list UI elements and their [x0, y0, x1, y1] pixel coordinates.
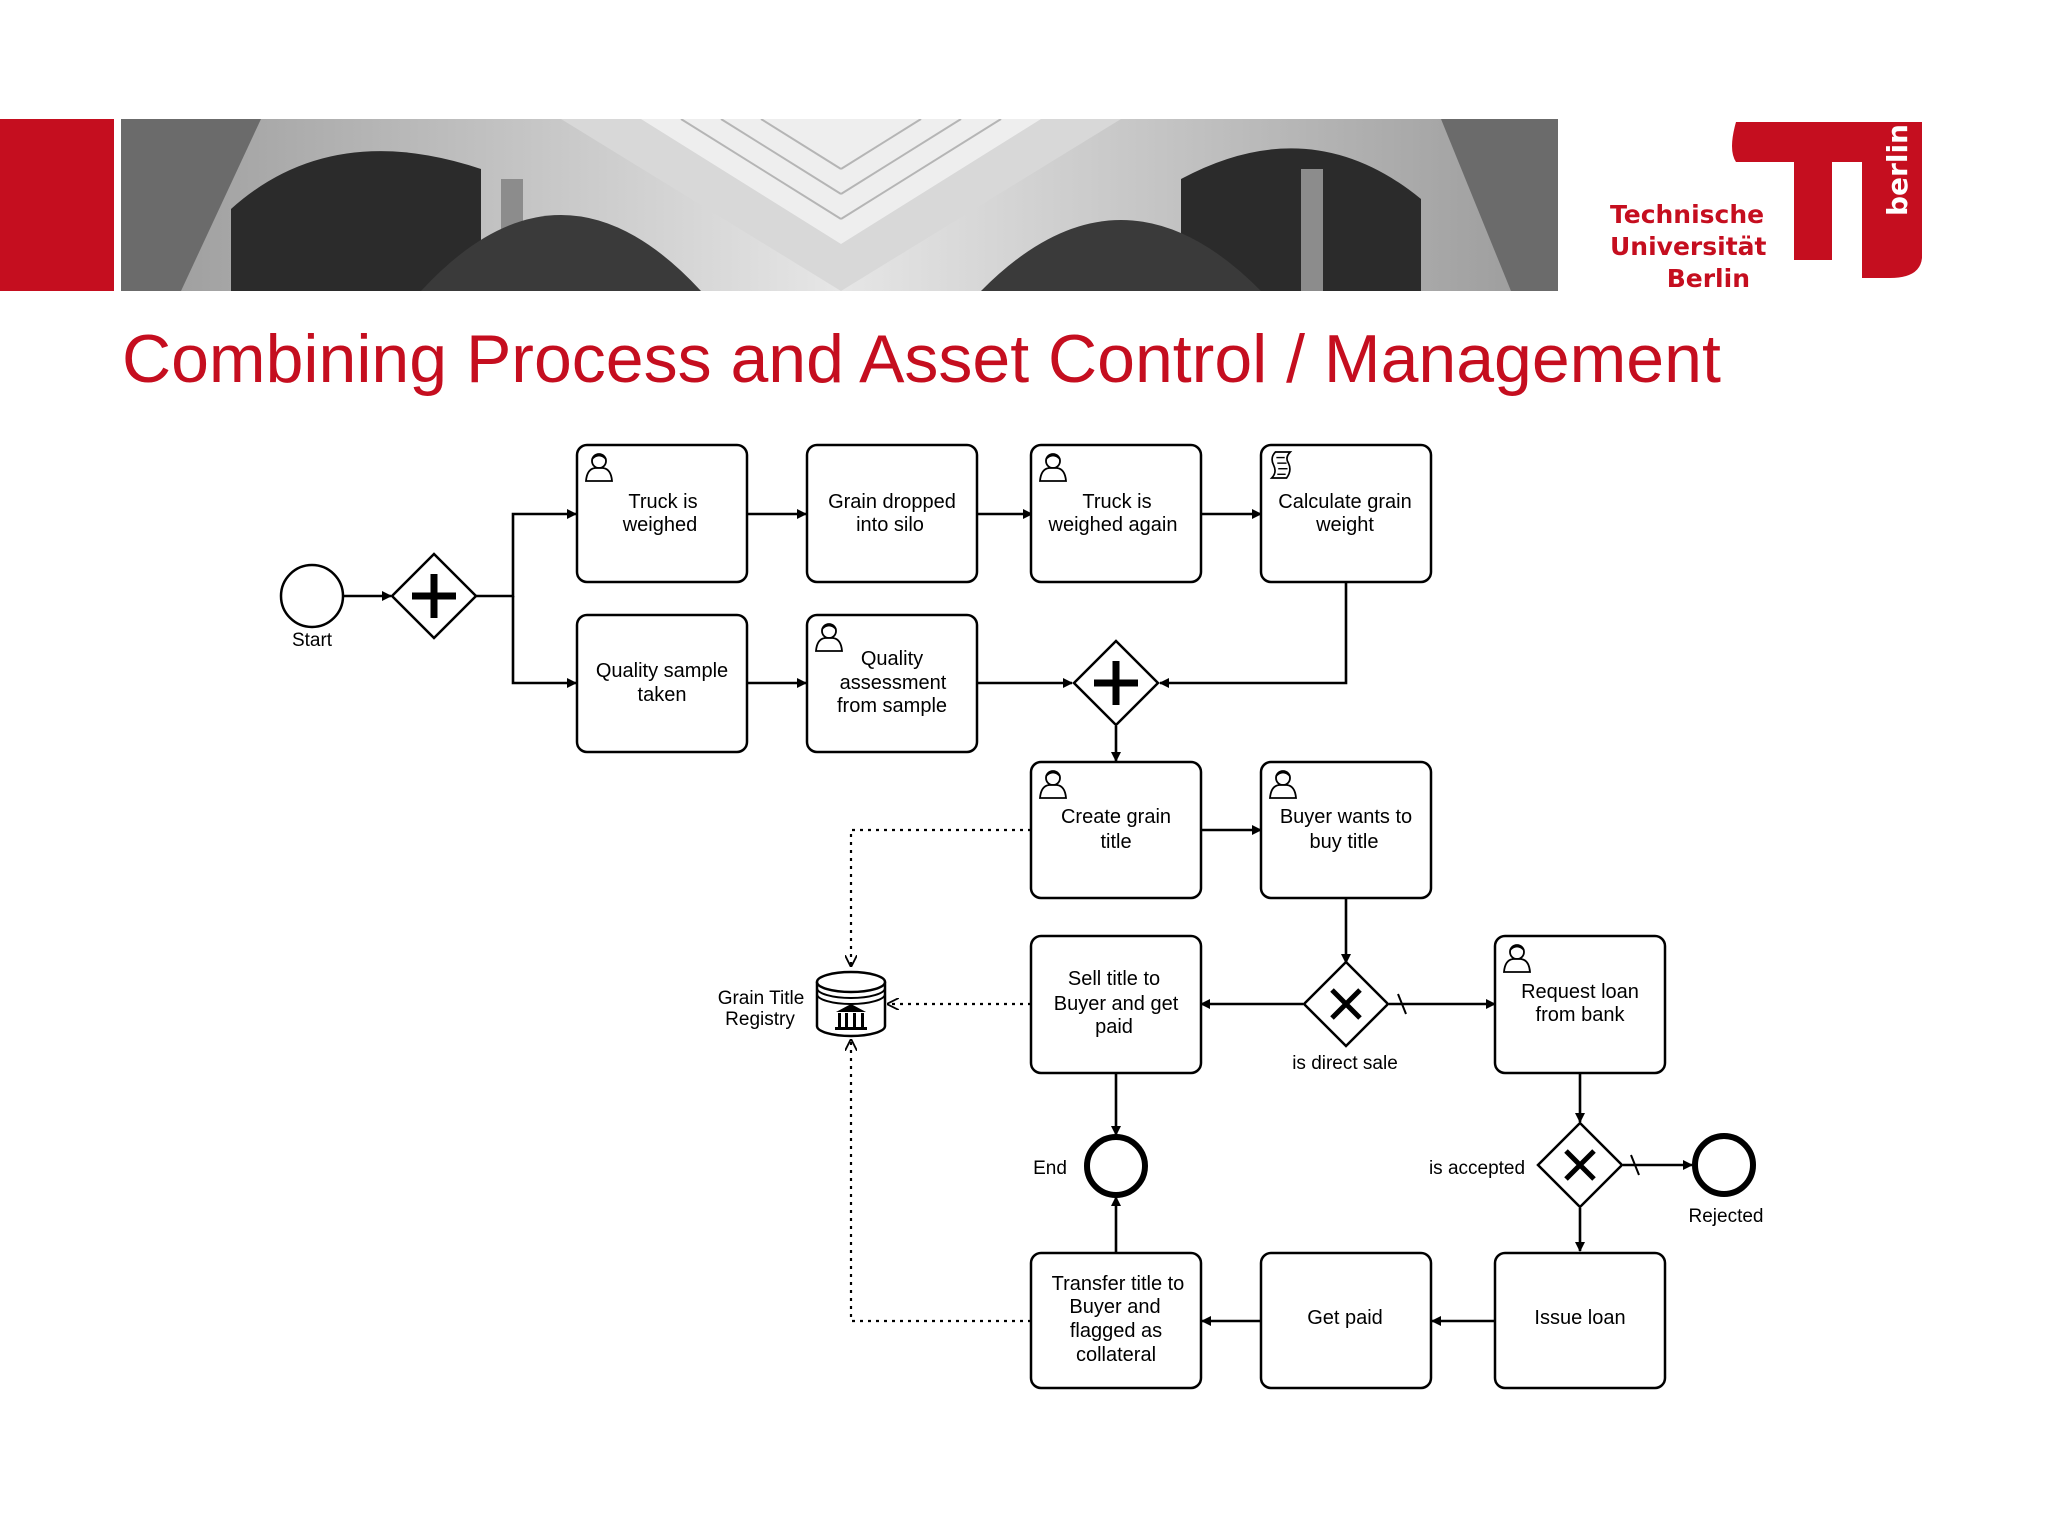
logo-line-2: Universität	[1610, 232, 1767, 261]
rejected-end-event: Rejected	[1689, 1133, 1764, 1227]
datastore-label-2: Registry	[725, 1009, 795, 1030]
logo-line-1: Technische	[1610, 200, 1765, 229]
start-event: Start	[279, 563, 345, 651]
brand-red-block	[0, 119, 114, 291]
flow-calc-to-join	[1159, 583, 1348, 688]
start-event-label: Start	[292, 630, 333, 651]
end-event-label: End	[1033, 1158, 1067, 1179]
parallel-gateway-join	[1072, 639, 1160, 727]
script-task-icon	[1270, 451, 1292, 479]
assoc-create-to-registry	[851, 828, 1031, 966]
architecture-banner-image	[121, 119, 1558, 291]
exclusive-gateway-accepted: is accepted	[1429, 1121, 1624, 1209]
accepted-label: is accepted	[1429, 1158, 1525, 1179]
datastore-label-1: Grain Title	[718, 988, 805, 1009]
task-get-paid: Get paid	[1259, 1251, 1433, 1390]
default-flow-markers	[1397, 993, 1640, 1176]
logo-line-3: Berlin	[1666, 264, 1750, 293]
assoc-transfer-to-registry	[851, 1040, 1031, 1323]
tu-logo-mark: berlin	[1732, 122, 1922, 278]
bank-icon	[835, 1004, 867, 1030]
slide-title: Combining Process and Asset Control / Ma…	[122, 321, 1721, 397]
direct-sale-label: is direct sale	[1292, 1053, 1398, 1074]
svg-text:Get paid: Get paid	[1307, 1307, 1383, 1329]
sequence-flows	[344, 509, 1693, 1326]
parallel-gateway-fork	[390, 552, 478, 640]
flow-fork-to-truck-weighed	[475, 509, 577, 598]
rejected-event-label: Rejected	[1689, 1206, 1764, 1227]
grain-title-registry-datastore: Grain Title Registry	[718, 970, 887, 1038]
logo-side-word: berlin	[1881, 124, 1914, 216]
end-event: End	[1033, 1134, 1148, 1198]
task-issue-loan: Issue loan	[1493, 1251, 1667, 1390]
tu-berlin-logo: Technische Universität Berlin berlin	[1610, 110, 1940, 300]
svg-text:Issue loan: Issue loan	[1534, 1307, 1625, 1329]
data-associations	[851, 828, 1031, 1323]
flow-fork-to-quality-sample	[511, 596, 577, 688]
exclusive-gateway-direct-sale: is direct sale	[1292, 960, 1398, 1074]
